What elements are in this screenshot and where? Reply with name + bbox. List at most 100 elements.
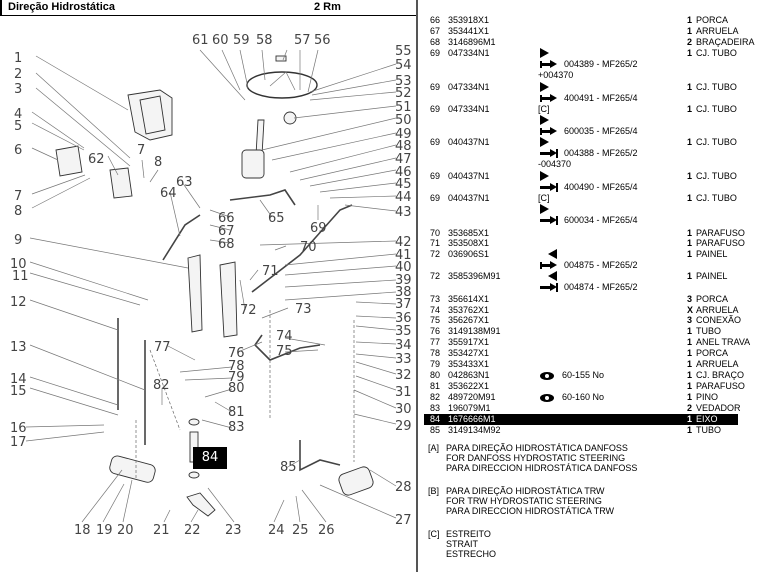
callout-60[interactable]: 60	[212, 33, 229, 48]
callout-83[interactable]: 83	[228, 420, 245, 435]
callout-68[interactable]: 68	[218, 237, 235, 252]
callout-54[interactable]: 54	[395, 58, 412, 73]
callout-15[interactable]: 15	[10, 384, 27, 399]
callout-23[interactable]: 23	[225, 523, 242, 538]
callout-11[interactable]: 11	[12, 269, 29, 284]
callout-72[interactable]: 72	[240, 303, 257, 318]
callout-75[interactable]: 75	[276, 344, 293, 359]
callout-63[interactable]: 63	[176, 175, 193, 190]
callout-84-highlighted[interactable]: 84	[193, 447, 227, 469]
callout-64[interactable]: 64	[160, 186, 177, 201]
callout-62[interactable]: 62	[88, 152, 105, 167]
callout-48[interactable]: 48	[395, 139, 412, 154]
callout-43[interactable]: 43	[395, 205, 412, 220]
callout-81[interactable]: 81	[228, 405, 245, 420]
callout-25[interactable]: 25	[292, 523, 309, 538]
callout-77[interactable]: 77	[154, 340, 171, 355]
callout-78[interactable]: 78	[228, 359, 245, 374]
callout-55[interactable]: 55	[395, 44, 412, 59]
callout-8-secondary[interactable]: 8	[154, 155, 162, 170]
callout-2[interactable]: 2	[14, 67, 22, 82]
callout-53[interactable]: 53	[395, 74, 412, 89]
callout-76[interactable]: 76	[228, 346, 245, 361]
callout-7[interactable]: 7	[14, 189, 22, 204]
callout-56[interactable]: 56	[314, 33, 331, 48]
callout-22[interactable]: 22	[184, 523, 201, 538]
callout-31[interactable]: 31	[395, 385, 412, 400]
callout-36[interactable]: 36	[395, 311, 412, 326]
callout-40[interactable]: 40	[395, 260, 412, 275]
callout-7-secondary[interactable]: 7	[137, 143, 145, 158]
callout-3[interactable]: 3	[14, 82, 22, 97]
callout-21[interactable]: 21	[153, 523, 170, 538]
callout-9[interactable]: 9	[14, 233, 22, 248]
callout-80[interactable]: 80	[228, 381, 245, 396]
callout-65[interactable]: 65	[268, 211, 285, 226]
callout-41[interactable]: 41	[395, 248, 412, 263]
callout-28[interactable]: 28	[395, 480, 412, 495]
callout-6[interactable]: 6	[14, 143, 22, 158]
callout-38[interactable]: 38	[395, 285, 412, 300]
callout-27[interactable]: 27	[395, 513, 412, 528]
callout-45[interactable]: 45	[395, 177, 412, 192]
callout-29[interactable]: 29	[395, 419, 412, 434]
callout-20[interactable]: 20	[117, 523, 134, 538]
callout-58[interactable]: 58	[256, 33, 273, 48]
callout-51[interactable]: 51	[395, 100, 412, 115]
callout-39[interactable]: 39	[395, 273, 412, 288]
callout-66[interactable]: 66	[218, 211, 235, 226]
callout-52[interactable]: 52	[395, 86, 412, 101]
callout-73[interactable]: 73	[295, 302, 312, 317]
callout-34[interactable]: 34	[395, 338, 412, 353]
callout-59[interactable]: 59	[233, 33, 250, 48]
callout-47[interactable]: 47	[395, 152, 412, 167]
callout-1[interactable]: 1	[14, 51, 22, 66]
callout-8[interactable]: 8	[14, 204, 22, 219]
callout-79[interactable]: 79	[228, 370, 245, 385]
callout-4[interactable]: 4	[14, 107, 22, 122]
callout-18[interactable]: 18	[74, 523, 91, 538]
callout-12[interactable]: 12	[10, 295, 27, 310]
callout-82[interactable]: 82	[153, 378, 170, 393]
callout-57[interactable]: 57	[294, 33, 311, 48]
reference-text[interactable]: 60-155 No	[562, 370, 605, 380]
callout-17[interactable]: 17	[10, 435, 27, 450]
callout-85[interactable]: 85	[280, 460, 297, 475]
reference-text[interactable]: 60-160 No	[562, 392, 605, 402]
callout-70[interactable]: 70	[300, 240, 317, 255]
callout-13[interactable]: 13	[10, 340, 27, 355]
callout-30[interactable]: 30	[395, 402, 412, 417]
callout-42[interactable]: 42	[395, 235, 412, 250]
callout-46[interactable]: 46	[395, 165, 412, 180]
callout-32[interactable]: 32	[395, 368, 412, 383]
callout-16[interactable]: 16	[10, 421, 27, 436]
callout-44[interactable]: 44	[395, 190, 412, 205]
callout-33[interactable]: 33	[395, 352, 412, 367]
callout-74[interactable]: 74	[276, 329, 293, 344]
callout-24[interactable]: 24	[268, 523, 285, 538]
